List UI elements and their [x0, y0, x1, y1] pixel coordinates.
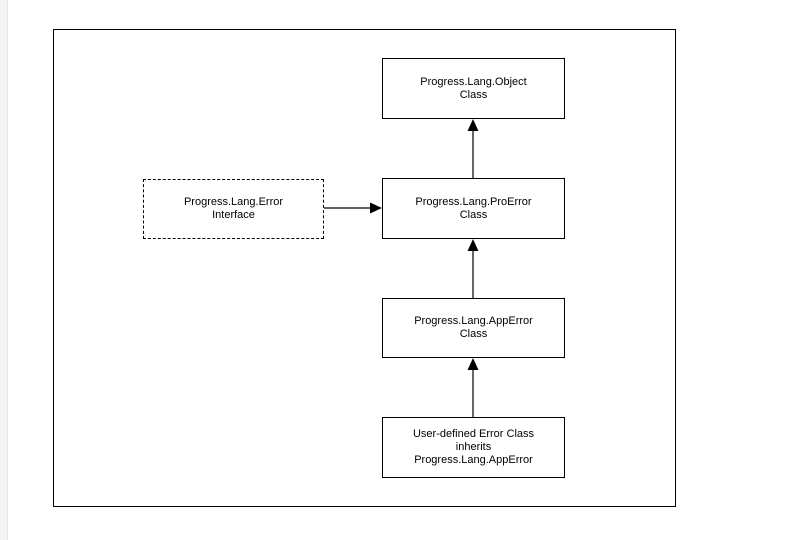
- edge-user-defined-to-apperror: [467, 358, 479, 417]
- node-error-kind: Interface: [212, 209, 255, 221]
- node-proerror-kind: Class: [459, 208, 488, 221]
- arrowhead-right-icon: [370, 202, 382, 214]
- node-user-defined-error-class: User-defined Error Class inherits Progre…: [382, 417, 565, 478]
- node-user-defined-base: Progress.Lang.AppError: [414, 454, 533, 466]
- node-apperror-name: Progress.Lang.AppError: [414, 315, 533, 327]
- arrowhead-up-icon: [467, 119, 479, 131]
- arrowhead-up-icon: [467, 239, 479, 251]
- node-error-name: Progress.Lang.Error: [183, 196, 284, 208]
- node-progress-lang-object: Progress.Lang.Object Class: [382, 58, 565, 119]
- edge-error-interface-to-proerror: [324, 202, 382, 214]
- node-progress-lang-proerror: Progress.Lang.ProError Class: [382, 178, 565, 239]
- node-object-name: Progress.Lang.Object: [420, 75, 527, 88]
- node-object-kind: Class: [459, 88, 488, 101]
- node-progress-lang-apperror: Progress.Lang.AppError Class: [382, 298, 565, 358]
- diagram-frame: [53, 29, 676, 507]
- node-proerror-name: Progress.Lang.ProError: [415, 195, 532, 208]
- node-apperror-kind: Class: [459, 328, 488, 340]
- node-user-defined-name: User-defined Error Class: [412, 428, 535, 440]
- edge-proerror-to-object: [467, 119, 479, 178]
- node-user-defined-relation: inherits: [455, 441, 492, 453]
- edge-apperror-to-proerror: [467, 239, 479, 298]
- left-edge-strip: [0, 0, 8, 540]
- arrowhead-up-icon: [467, 358, 479, 370]
- node-progress-lang-error-interface: Progress.Lang.Error Interface: [143, 179, 324, 239]
